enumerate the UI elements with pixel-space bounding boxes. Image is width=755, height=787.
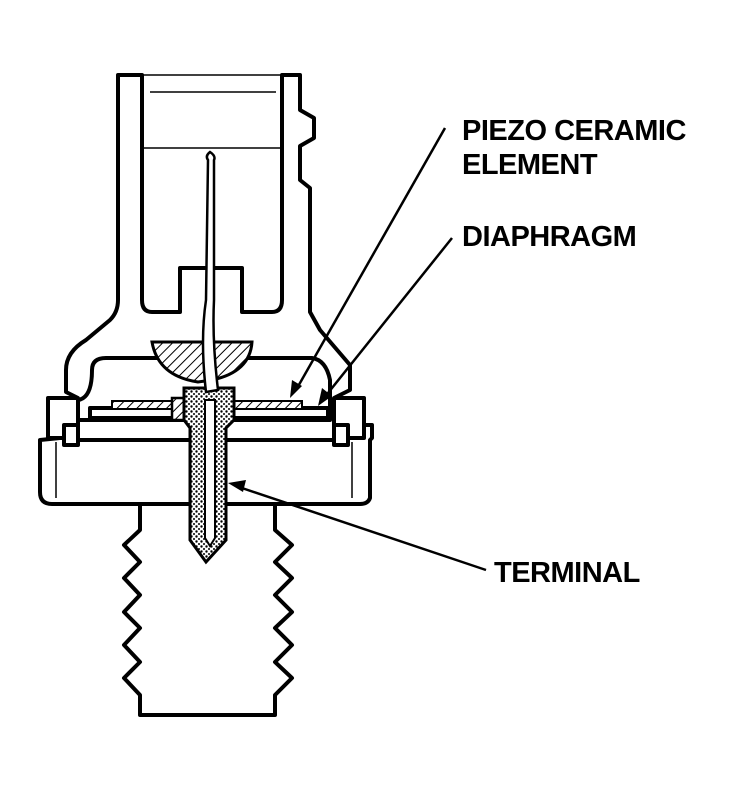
leader-terminal <box>228 480 487 572</box>
leader-diaphragm <box>318 237 453 406</box>
label-piezo-line2: ELEMENT <box>462 149 598 181</box>
terminal-pin <box>182 150 236 565</box>
leader-piezo <box>290 127 447 398</box>
threaded-body <box>122 498 294 717</box>
label-piezo-line1: PIEZO CERAMIC <box>462 115 686 147</box>
label-terminal: TERMINAL <box>494 557 640 589</box>
label-diaphragm: DIAPHRAGM <box>462 221 636 253</box>
